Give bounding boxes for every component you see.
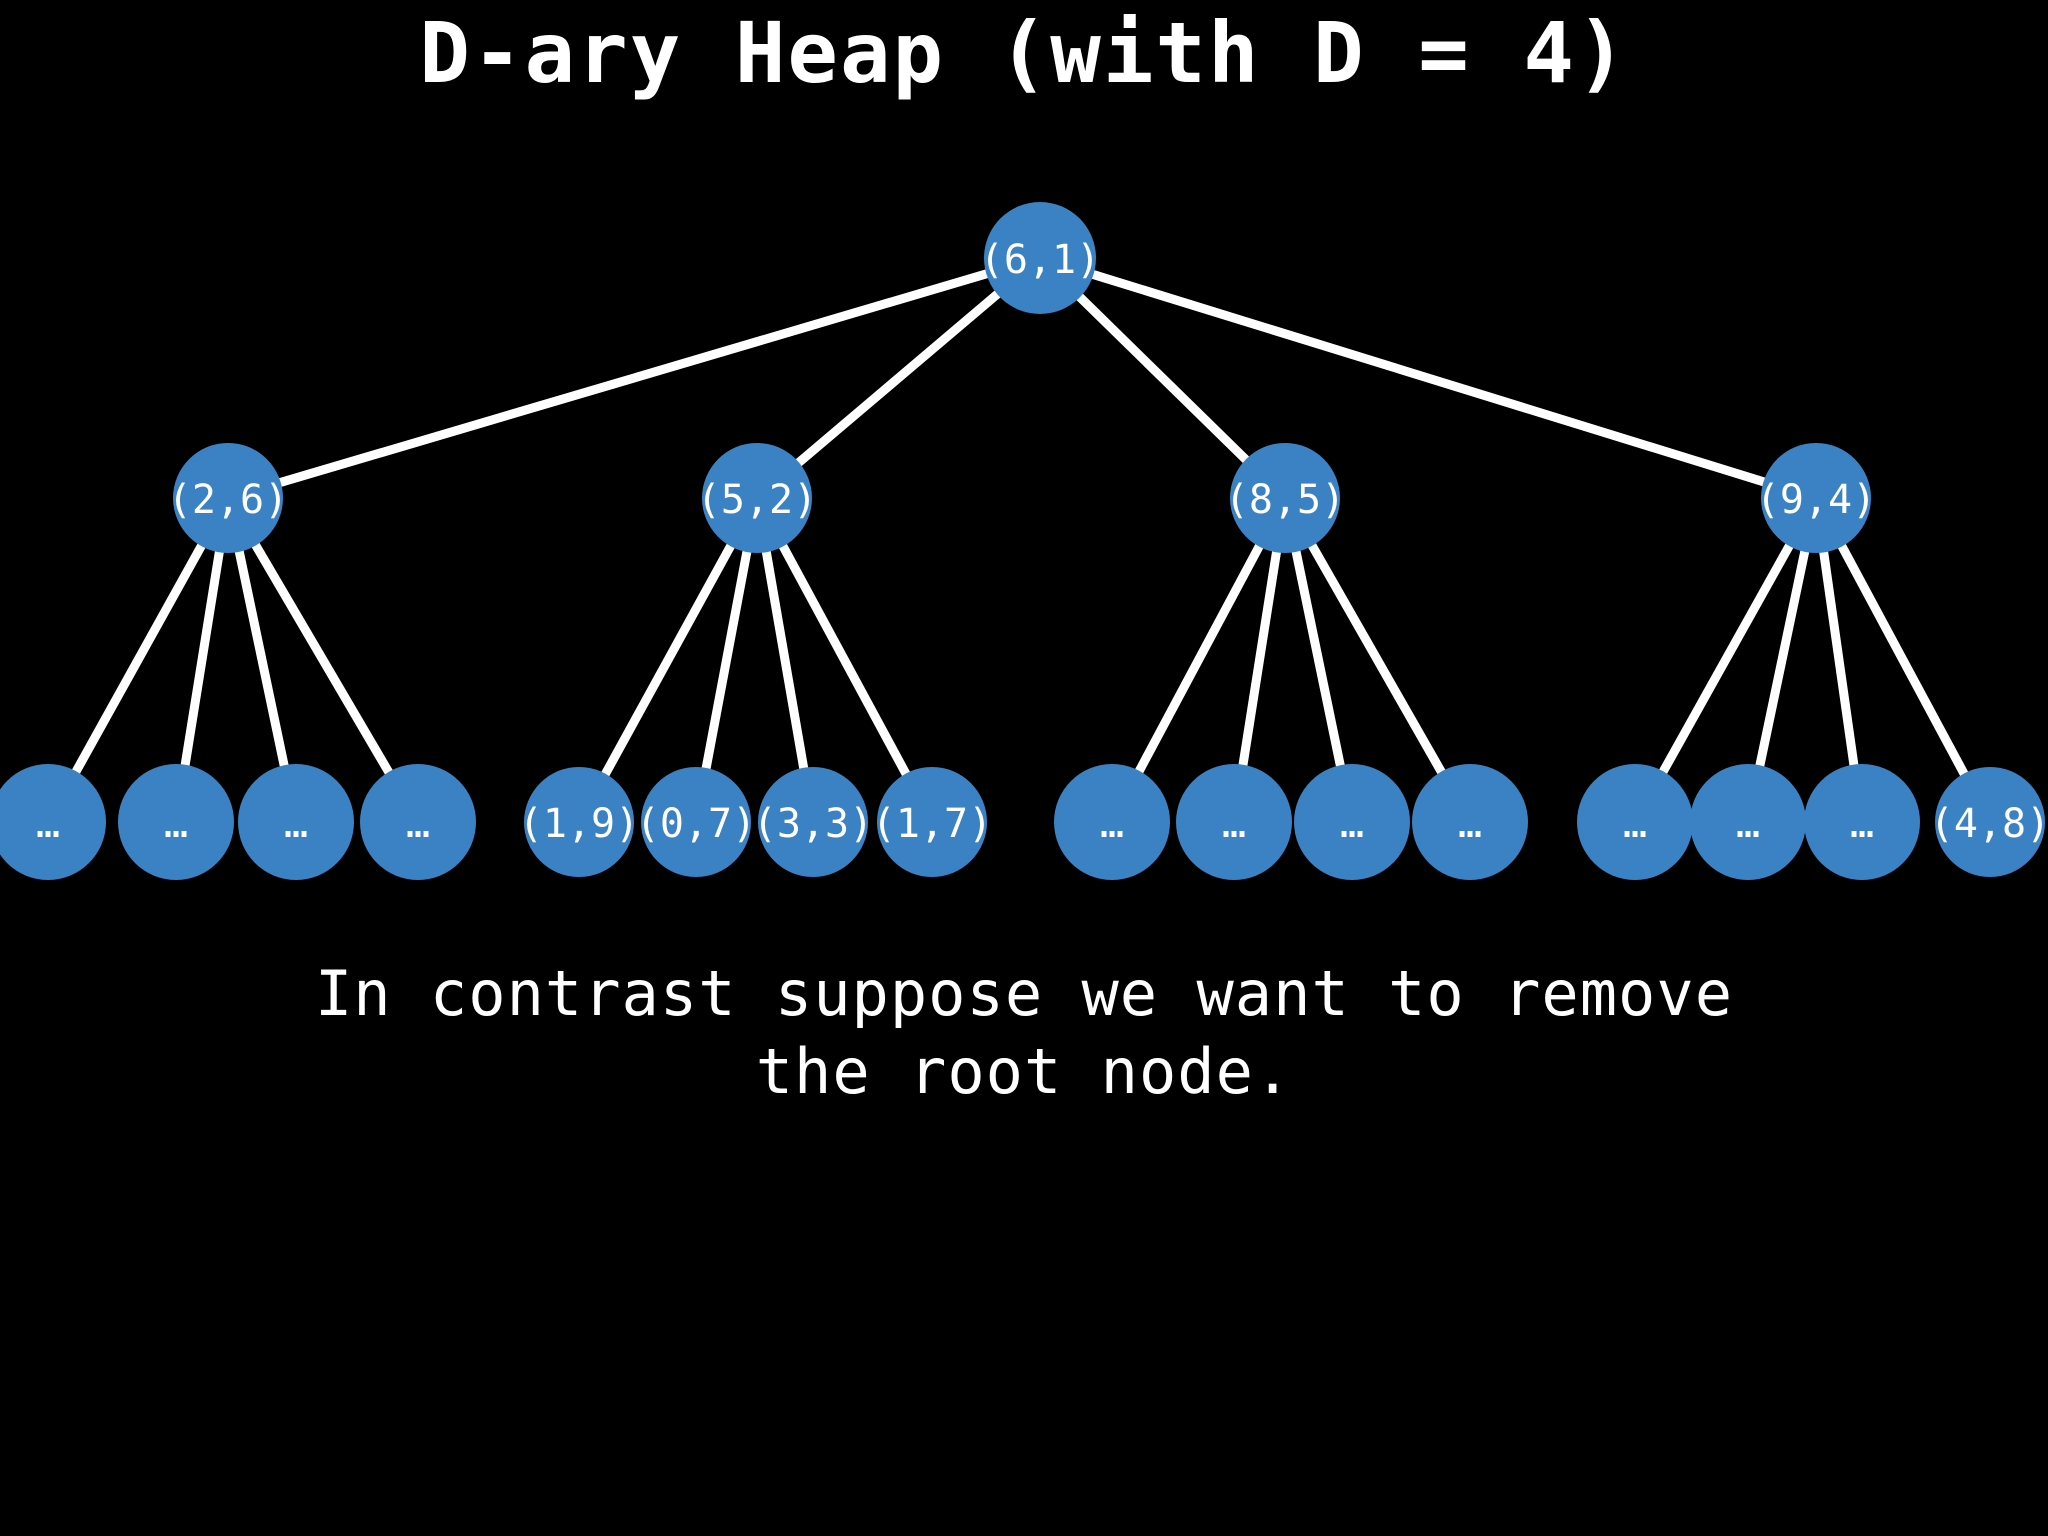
page-title: D-ary Heap (with D = 4) <box>419 4 1629 102</box>
tree-node[interactable]: … <box>0 764 106 880</box>
tree-node[interactable]: … <box>1054 764 1170 880</box>
tree-edge <box>233 541 290 776</box>
node-label: (1,9) <box>519 801 639 847</box>
node-circle[interactable] <box>984 202 1096 314</box>
tree-node[interactable]: … <box>1176 764 1292 880</box>
tree-edge <box>1304 536 1449 782</box>
node-circle[interactable] <box>1804 764 1920 880</box>
tree-edge <box>1071 288 1255 469</box>
tree-node[interactable]: (6,1) <box>980 202 1100 314</box>
tree-node[interactable]: … <box>238 764 354 880</box>
node-circle[interactable] <box>524 767 634 877</box>
node-circle[interactable] <box>1690 764 1806 880</box>
tree-edge <box>760 541 810 779</box>
tree-node[interactable]: (0,7) <box>636 767 756 877</box>
node-circle[interactable] <box>1054 764 1170 880</box>
node-circle[interactable] <box>1412 764 1528 880</box>
node-circle[interactable] <box>1294 764 1410 880</box>
node-label: … <box>284 801 308 847</box>
node-label: (8,5) <box>1225 477 1345 523</box>
node-circle[interactable] <box>702 443 812 553</box>
node-circle[interactable] <box>360 764 476 880</box>
node-label: (3,3) <box>753 801 873 847</box>
node-label: (4,8) <box>1930 801 2048 847</box>
node-circle[interactable] <box>0 764 106 880</box>
tree-edge <box>598 536 738 784</box>
node-circle[interactable] <box>758 767 868 877</box>
tree-edge <box>1290 541 1346 776</box>
tree-node[interactable]: … <box>360 764 476 880</box>
node-circle[interactable] <box>173 443 283 553</box>
tree-edge <box>1237 541 1282 776</box>
node-label: … <box>36 801 60 847</box>
tree-node[interactable]: … <box>1294 764 1410 880</box>
node-label: … <box>1458 801 1482 847</box>
tree-edge <box>1131 536 1267 781</box>
tree-edge <box>1655 536 1797 782</box>
node-label: … <box>1623 801 1647 847</box>
node-label: … <box>1100 801 1124 847</box>
tree-node[interactable]: … <box>1690 764 1806 880</box>
tree-node[interactable]: (5,2) <box>697 443 817 553</box>
tree-node[interactable]: (9,4) <box>1756 443 1876 553</box>
node-label: (5,2) <box>697 477 817 523</box>
tree-edge <box>775 536 914 784</box>
tree-node[interactable]: (3,3) <box>753 767 873 877</box>
node-label: (6,1) <box>980 237 1100 283</box>
tree-edge <box>1083 268 1774 489</box>
tree-node[interactable]: (1,9) <box>519 767 639 877</box>
caption-text: In contrast suppose we want to remove th… <box>314 957 1734 1108</box>
node-label: … <box>1222 801 1246 847</box>
node-label: … <box>1340 801 1364 847</box>
tree-node[interactable]: (4,8) <box>1930 767 2048 877</box>
node-circle[interactable] <box>1935 767 2045 877</box>
node-label: … <box>164 801 188 847</box>
tree-edge <box>68 536 209 782</box>
tree-node[interactable]: (1,7) <box>872 767 992 877</box>
tree-edge <box>179 541 225 776</box>
tree-node[interactable]: … <box>118 764 234 880</box>
tree-edges <box>68 267 1972 784</box>
tree-edge <box>789 285 1007 471</box>
node-circle[interactable] <box>641 767 751 877</box>
tree-edge <box>700 541 753 779</box>
tree-edge <box>1834 536 1972 784</box>
node-circle[interactable] <box>238 764 354 880</box>
tree-node[interactable]: … <box>1412 764 1528 880</box>
node-label: … <box>1736 801 1760 847</box>
node-label: (0,7) <box>636 801 756 847</box>
node-label: … <box>406 801 430 847</box>
tree-edge <box>1754 541 1811 776</box>
node-circle[interactable] <box>1176 764 1292 880</box>
node-circle[interactable] <box>1577 764 1693 880</box>
tree-node[interactable]: … <box>1804 764 1920 880</box>
tree-node[interactable]: (2,6) <box>168 443 288 553</box>
node-circle[interactable] <box>1761 443 1871 553</box>
tree-edge <box>270 267 997 489</box>
node-label: (9,4) <box>1756 477 1876 523</box>
node-circle[interactable] <box>118 764 234 880</box>
tree-edge <box>1818 542 1860 776</box>
tree-nodes: (6,1)(2,6)(5,2)(8,5)(9,4)…………(1,9)(0,7)(… <box>0 202 2048 880</box>
node-circle[interactable] <box>1230 443 1340 553</box>
node-label: … <box>1850 801 1874 847</box>
tree-node[interactable]: … <box>1577 764 1693 880</box>
node-circle[interactable] <box>877 767 987 877</box>
node-label: (2,6) <box>168 477 288 523</box>
tree-node[interactable]: (8,5) <box>1225 443 1345 553</box>
tree-edge <box>248 535 397 782</box>
node-label: (1,7) <box>872 801 992 847</box>
